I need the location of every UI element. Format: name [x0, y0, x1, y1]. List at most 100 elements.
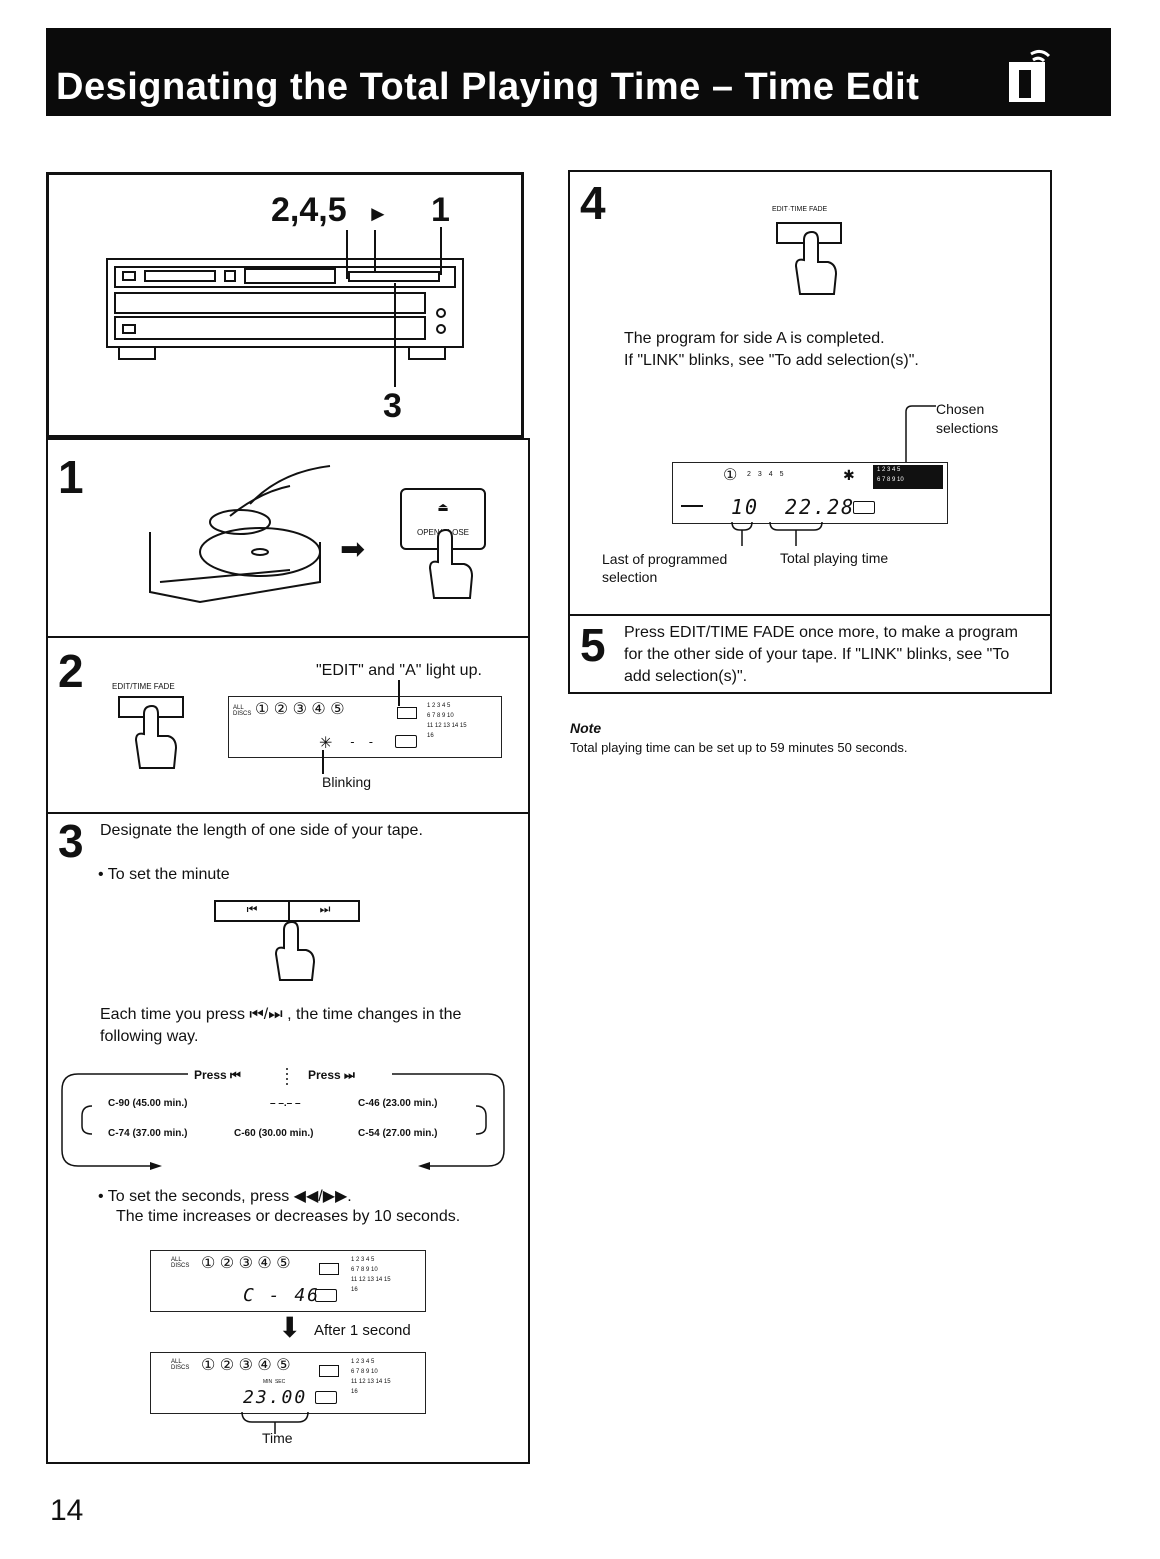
disc-1: ①	[201, 1357, 216, 1374]
cycle-row-2-left: C-74 (37.00 min.)	[108, 1128, 188, 1139]
pressing-hand-icon	[134, 704, 178, 769]
skip-back-button[interactable]: ⏮	[216, 902, 290, 920]
tracks-row: 11 12 13 14 15	[351, 1379, 391, 1385]
link-icon: ✱	[843, 467, 855, 483]
edit-time-fade-label: EDIT/TIME FADE	[112, 682, 175, 691]
disc-number-row: 2345	[747, 471, 791, 478]
last-programmed-label: Last of programmed selection	[602, 551, 728, 585]
step-3-number: 3	[58, 815, 84, 867]
tracks-row: 16	[351, 1389, 358, 1395]
display-time: 23.00	[243, 1387, 308, 1408]
play-icon: ►	[367, 201, 389, 226]
display-dashes: - -	[349, 735, 377, 749]
step-4-number: 4	[580, 177, 606, 229]
cycle-row-2-right: C-54 (27.00 min.)	[358, 1128, 438, 1139]
pointer-line	[322, 750, 324, 774]
music-icon	[315, 1289, 337, 1302]
disc-indicators: ① ② ③ ④ ⑤	[201, 1253, 291, 1273]
time-label: Time	[262, 1430, 293, 1446]
skip-buttons: ⏮ ⏭	[214, 900, 360, 922]
step-3-text: Designate the length of one side of your…	[100, 822, 423, 839]
note-text: Total playing time can be set up to 59 m…	[570, 740, 908, 755]
display-tape-type: C - 46	[243, 1285, 321, 1306]
tracks-row: 16	[351, 1287, 358, 1293]
tracks-row: 6 7 8 9 10	[427, 713, 454, 719]
lcd-display-program: ① 2345 ✱ 1 2 3 4 5 6 7 8 9 10 10 22.28	[672, 462, 948, 524]
tracks-row: 1 2 3 4 5	[427, 703, 451, 709]
total-playing-label: Total playing time	[780, 550, 889, 566]
disc-4: ④	[311, 701, 326, 718]
display-selection-number: 10	[731, 495, 760, 519]
all-discs-label: ALL DISCS	[171, 1257, 190, 1269]
chosen-selections-grid: 1 2 3 4 5 6 7 8 9 10	[873, 465, 943, 489]
pressing-hand-icon	[428, 528, 474, 599]
page-title: Designating the Total Playing Time – Tim…	[56, 66, 920, 108]
lcd-display: ALL DISCS ① ② ③ ④ ⑤ ✳ - - 1 2 3 4 5 6 7 …	[228, 696, 502, 758]
disc-3: ③	[292, 701, 307, 718]
disc-tray-icon	[149, 465, 331, 604]
time-bracket	[241, 1411, 309, 1434]
divider	[568, 614, 1052, 616]
disc-5: ⑤	[330, 701, 345, 718]
tracks-row: 6 7 8 9 10	[351, 1267, 378, 1273]
skip-forward-button[interactable]: ⏭	[319, 902, 331, 916]
cycle-row-1-right: C-46 (23.00 min.)	[358, 1098, 438, 1109]
all-discs-label: ALL DISCS	[171, 1359, 190, 1371]
step-4-line-1: The program for side A is completed.	[624, 330, 885, 347]
chosen-label: Chosen selections	[936, 401, 999, 436]
page-number: 14	[50, 1494, 84, 1527]
music-icon	[315, 1391, 337, 1404]
music-icon	[395, 735, 417, 748]
disc-4: ④	[257, 1357, 272, 1374]
press-next-label: Press ⏭	[308, 1068, 355, 1082]
disc-4: ④	[257, 1255, 272, 1272]
tracks-row: 6 7 8 9 10	[877, 477, 904, 483]
disc-indicators: ① ② ③ ④ ⑤	[255, 699, 345, 719]
cd-player-icon	[106, 227, 464, 387]
arrow-icon: ➡	[340, 533, 366, 566]
disc-1: ①	[255, 701, 270, 718]
pointer-line	[398, 680, 400, 706]
tracks-row: 1 2 3 4 5	[351, 1359, 375, 1365]
disc-5: ⑤	[276, 1255, 291, 1272]
step-5-text: Press EDIT/TIME FADE once more, to make …	[624, 624, 1018, 685]
tracks-row: 1 2 3 4 5	[351, 1257, 375, 1263]
eject-icon: ⏏	[437, 500, 449, 514]
title-bar: Designating the Total Playing Time – Tim…	[46, 28, 1111, 116]
press-prev-label: Press ⏮	[194, 1068, 241, 1082]
cycle-row-1-mid: – –.– –	[270, 1098, 301, 1109]
music-icon	[853, 501, 875, 514]
chosen-pointer	[905, 405, 936, 466]
disc-2: ②	[273, 701, 289, 718]
blink-icon: ✳	[319, 735, 333, 752]
bullet-seconds: • To set the seconds, press ◀◀/▶▶.	[98, 1188, 352, 1205]
callout-3: 3	[383, 387, 402, 425]
manual-section-icon	[1009, 49, 1051, 102]
step-1-number: 1	[58, 451, 84, 503]
callout-1: 1	[431, 191, 450, 229]
bullet-minute: • To set the minute	[98, 866, 230, 883]
divider	[46, 636, 530, 638]
step-2-number: 2	[58, 645, 84, 697]
disc-2: ②	[219, 1255, 235, 1272]
tracks-row: 11 12 13 14 15	[351, 1277, 391, 1283]
display-total-time: 22.28	[785, 495, 856, 519]
disc-2: ②	[219, 1357, 235, 1374]
cycle-row-1-left: C-90 (45.00 min.)	[108, 1098, 188, 1109]
tape-icon	[319, 1263, 339, 1275]
tape-icon	[397, 707, 417, 719]
display-brackets	[731, 521, 823, 546]
track-grid: 1 2 3 4 5 6 7 8 9 10 11 12 13 14 15 16	[351, 1357, 427, 1397]
disc-5: ⑤	[276, 1357, 291, 1374]
pressing-hand-icon	[274, 920, 316, 981]
program-indicator	[681, 505, 703, 507]
cycle-diagram	[61, 1068, 505, 1170]
step-4-line-2: If "LINK" blinks, see "To add selection(…	[624, 352, 919, 369]
each-time-text: Each time you press ⏮/⏭ , the time chang…	[100, 1006, 462, 1045]
cycle-row-2-mid: C-60 (30.00 min.)	[234, 1128, 314, 1139]
lcd-display-before: ALL DISCS ① ② ③ ④ ⑤ C - 46 1 2 3 4 5 6 7…	[150, 1250, 426, 1312]
all-discs-label: ALL DISCS	[233, 705, 252, 717]
steps-left-panel	[46, 438, 530, 1464]
disc-indicators: ① ② ③ ④ ⑤	[201, 1355, 291, 1375]
step-5-number: 5	[580, 619, 606, 671]
